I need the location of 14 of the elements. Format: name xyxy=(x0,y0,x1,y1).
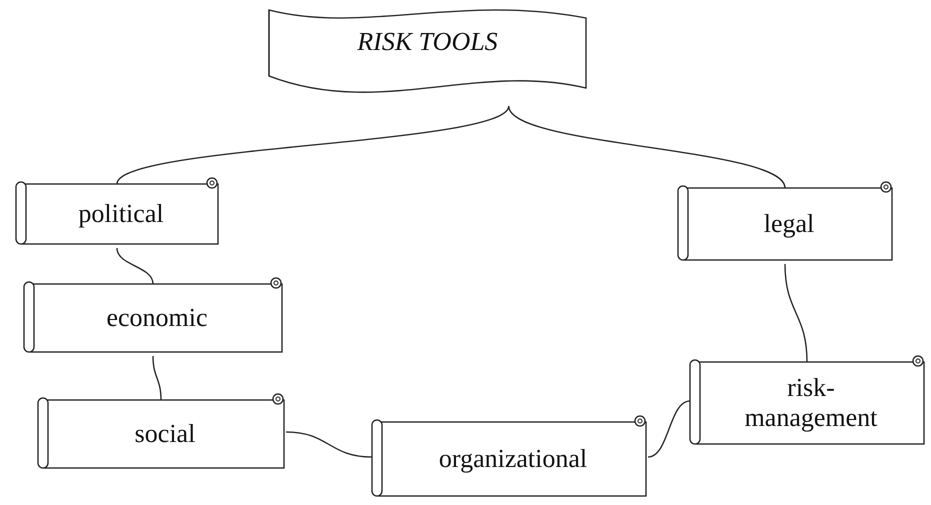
node-label: social xyxy=(134,419,196,449)
connector-line xyxy=(116,248,154,284)
node-label: organizational xyxy=(438,444,588,474)
connector-line xyxy=(508,106,786,188)
node-label: economic xyxy=(105,303,209,333)
node-label: legal xyxy=(762,209,816,239)
connector-line xyxy=(152,356,162,400)
connector-line xyxy=(784,264,808,362)
connector-line xyxy=(116,106,510,184)
connector-line xyxy=(648,400,690,458)
connector-line xyxy=(286,431,372,458)
node-label: political xyxy=(77,199,165,229)
node-label: risk-management xyxy=(744,373,878,433)
title-text: RISK TOOLS xyxy=(356,27,499,57)
